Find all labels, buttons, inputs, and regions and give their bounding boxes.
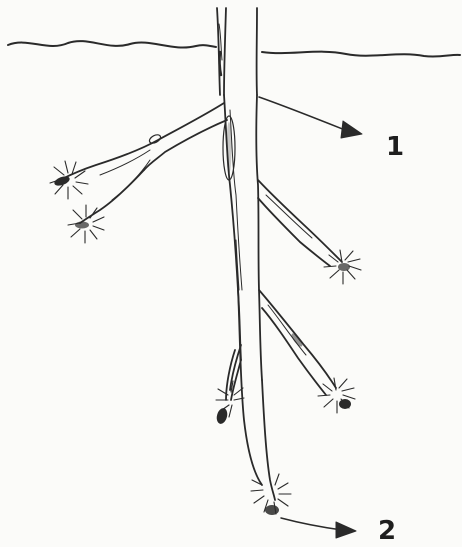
- stem: [217, 8, 257, 95]
- lateral-root-middle-right: [259, 290, 336, 395]
- root-hairs: [50, 161, 361, 515]
- taproot: [220, 52, 275, 500]
- lateral-root-upper-right: [258, 180, 342, 266]
- callout-label-2: 2: [378, 518, 396, 544]
- lateral-root-upper-left: [62, 103, 227, 223]
- callout-arrow-1: [259, 97, 362, 138]
- soil-line: [8, 41, 460, 56]
- callout-arrow-2: [281, 518, 356, 538]
- callout-label-1: 1: [386, 134, 404, 160]
